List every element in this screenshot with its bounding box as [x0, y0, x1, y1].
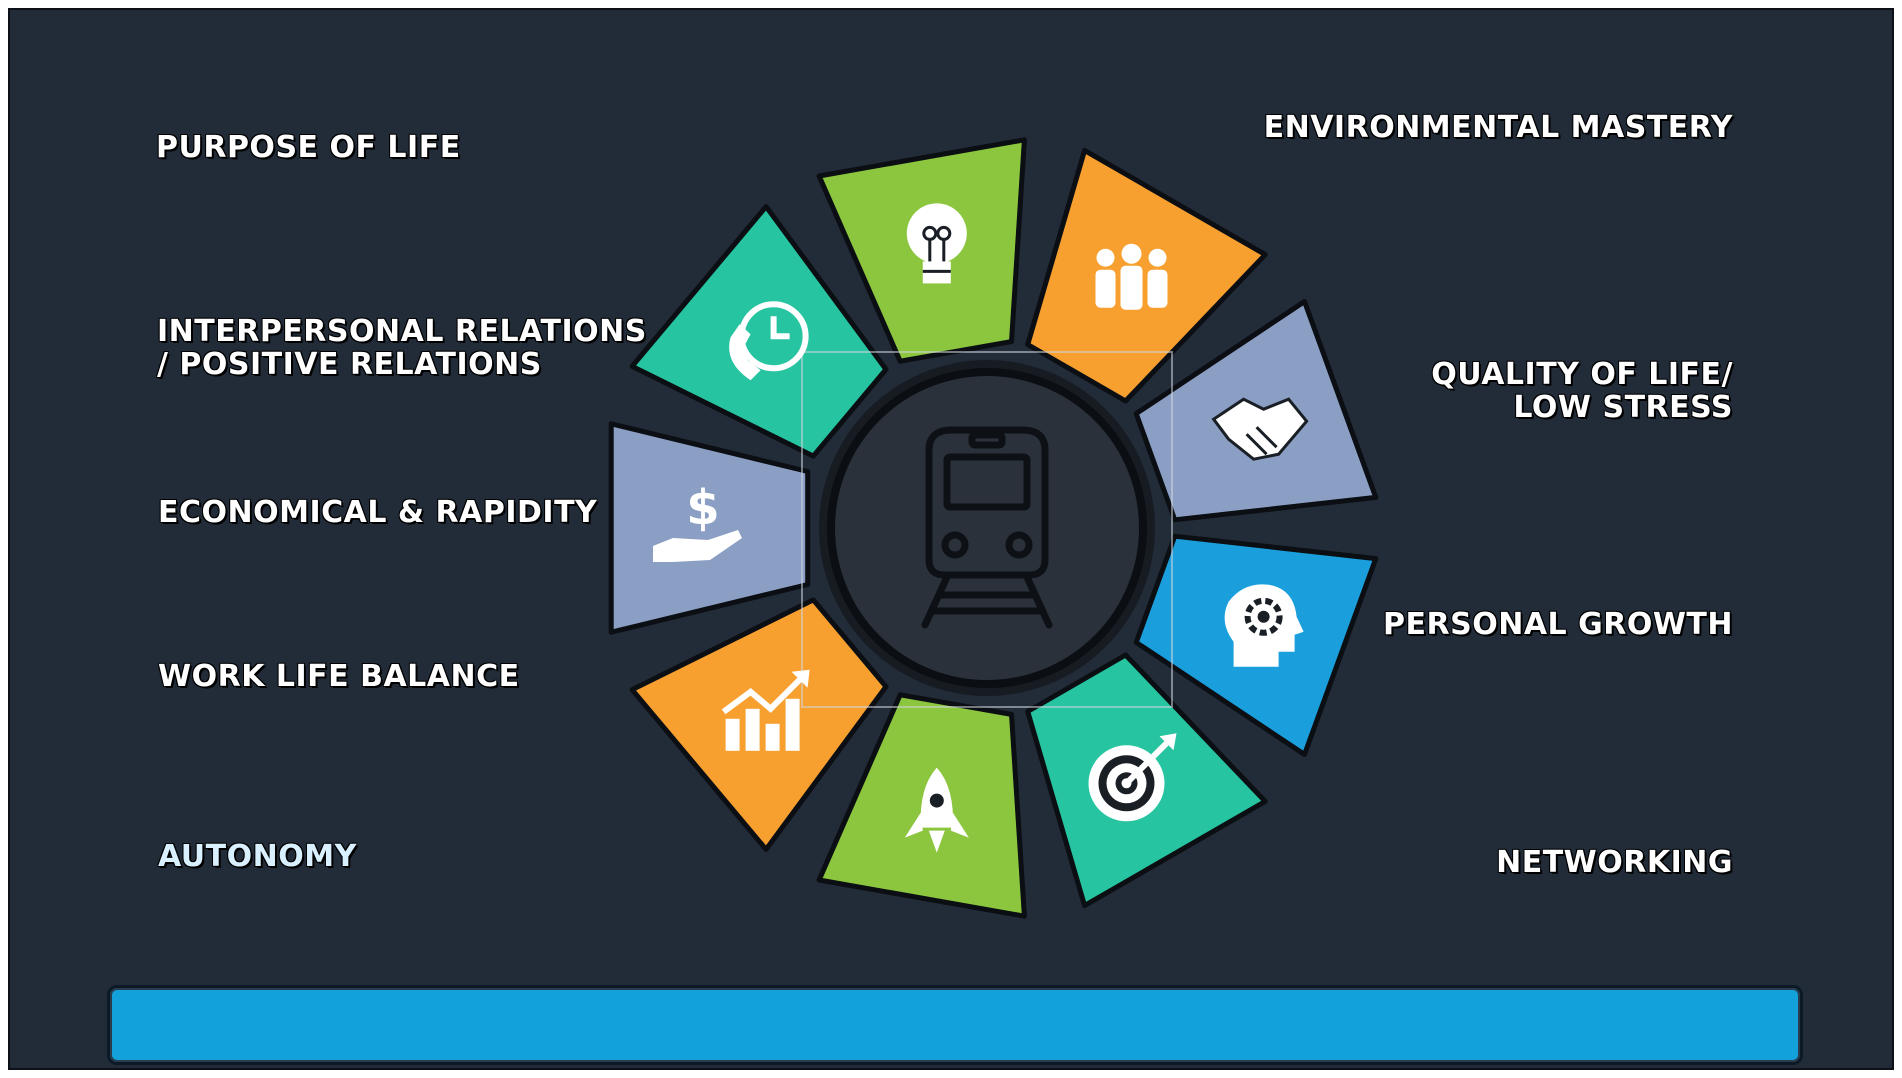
head-gear-icon: [1224, 584, 1304, 667]
wheel-segments: [608, 137, 1379, 919]
label-environmental-mastery: ENVIRONMENTAL MASTERY: [1263, 110, 1733, 145]
label-personal-growth: PERSONAL GROWTH: [1383, 607, 1733, 642]
segment-9: [629, 204, 889, 459]
bottom-bar: [107, 985, 1803, 1065]
handshake-icon: [1211, 397, 1309, 461]
segment-2: [1025, 147, 1268, 404]
label-purpose-of-life: PURPOSE OF LIFE: [156, 130, 461, 165]
money-hand-icon: $: [653, 480, 742, 562]
rocket-icon: [904, 767, 969, 853]
target-icon: [1088, 733, 1177, 822]
label-work-life-balance: WORK LIFE BALANCE: [158, 659, 520, 694]
label-interpersonal-relations: INTERPERSONAL RELATIONS / POSITIVE RELAT…: [157, 314, 647, 382]
label-autonomy: AUTONOMY: [158, 839, 357, 874]
team-icon: [1095, 243, 1168, 310]
label-networking: NETWORKING: [1496, 845, 1733, 880]
segment-8: [608, 421, 811, 635]
label-quality-of-life: QUALITY OF LIFE/ LOW STRESS: [1431, 357, 1733, 425]
hub: [827, 368, 1147, 688]
growth-chart-icon: [721, 669, 810, 751]
phone-clock-icon: [729, 301, 809, 381]
train-icon: [921, 426, 1053, 629]
guide-square: [801, 351, 1173, 708]
svg-text:$: $: [686, 480, 719, 536]
lightbulb-icon: [906, 203, 967, 284]
label-economical-rapidity: ECONOMICAL & RAPIDITY: [158, 495, 598, 530]
